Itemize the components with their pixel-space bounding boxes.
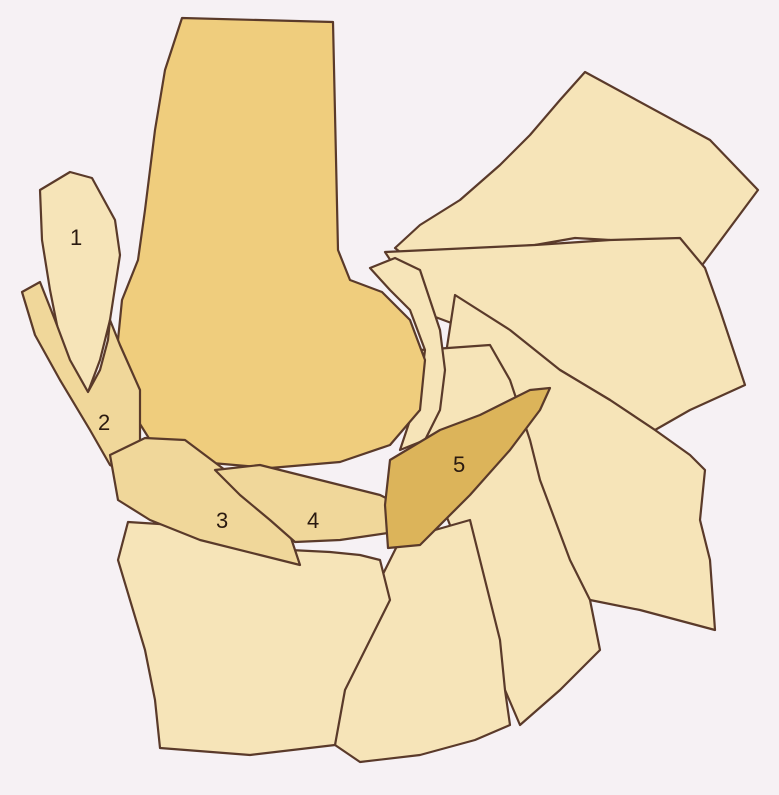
label-3: 3 (216, 508, 228, 533)
label-5: 5 (453, 452, 465, 477)
main-bone (117, 18, 425, 468)
label-1: 1 (70, 225, 82, 250)
label-2: 2 (98, 410, 110, 435)
fragment-top-right-upper (395, 72, 758, 268)
label-4: 4 (307, 508, 319, 533)
